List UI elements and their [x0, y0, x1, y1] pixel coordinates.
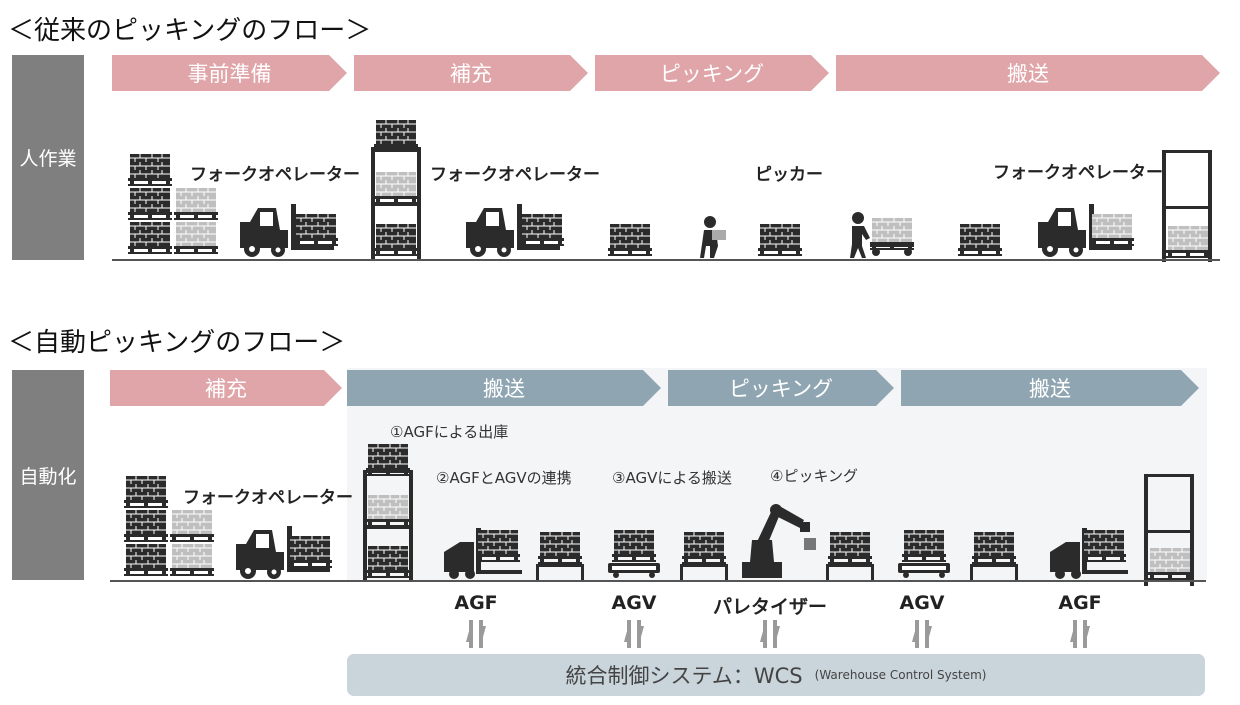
stage-transport-label: 搬送: [1007, 62, 1049, 86]
auto-stage-transport-1-label: 搬送: [483, 377, 525, 401]
picker-icon: [700, 216, 726, 258]
wcs-sub-label: (Warehouse Control System): [814, 668, 987, 682]
handcart-icon: [870, 218, 914, 256]
step-2-agf-agv-link: ②AGFとAGVの連携: [436, 469, 572, 487]
wcs-bar: 統合制御システム：WCS (Warehouse Control System): [347, 654, 1205, 696]
role-fork-operator-1: フォークオペレーター: [190, 165, 360, 185]
ground-line-automated: [110, 580, 1206, 582]
auto-stage-picking-label: ピッキング: [728, 377, 834, 401]
row-label-manual: 人作業: [12, 55, 84, 260]
stage-replenish: 補充: [354, 55, 588, 91]
machine-label-agv-1: AGV: [611, 592, 657, 614]
sync-arrows-icon: [624, 620, 644, 648]
row-label-automated-text: 自動化: [19, 465, 77, 488]
ground-line-traditional: [112, 259, 1220, 261]
sync-arrows-icon: [912, 620, 932, 648]
machine-label-agf-2: AGF: [1058, 592, 1102, 614]
stage-picking: ピッキング: [595, 55, 829, 91]
stage-prep: 事前準備: [112, 55, 347, 91]
role-fork-operator-3: フォークオペレーター: [993, 163, 1163, 183]
sync-arrows-icon: [1070, 620, 1090, 648]
auto-stage-picking: ピッキング: [668, 370, 894, 406]
stage-replenish-label: 補充: [450, 62, 492, 86]
robot-arm-icon: [742, 504, 816, 578]
auto-stage-transport-2-label: 搬送: [1029, 377, 1071, 401]
traditional-flow-title: ＜従来のピッキングのフロー＞: [8, 16, 372, 46]
picker-icon: [850, 212, 870, 258]
stage-picking-label: ピッキング: [659, 62, 765, 86]
machine-label-agf-1: AGF: [454, 592, 498, 614]
machine-label-agv-2: AGV: [899, 592, 945, 614]
stage-transport: 搬送: [836, 55, 1220, 91]
role-picker: ピッカー: [755, 165, 823, 185]
stage-prep-label: 事前準備: [187, 62, 272, 86]
sync-arrows-icon: [760, 620, 780, 648]
row-label-manual-text: 人作業: [19, 148, 77, 170]
step-1-agf-outbound: ①AGFによる出庫: [390, 423, 509, 441]
step-4-picking: ④ピッキング: [770, 467, 858, 485]
auto-stage-transport-2: 搬送: [901, 370, 1199, 406]
auto-stage-transport-1: 搬送: [347, 370, 661, 406]
traditional-illustration: [0, 0, 1212, 262]
step-3-agv-transport: ③AGVによる搬送: [612, 469, 732, 487]
sync-arrows: [466, 620, 1090, 648]
auto-role-fork-operator: フォークオペレーター: [183, 488, 353, 508]
automated-illustration: [0, 0, 1194, 586]
auto-stage-replenish: 補充: [110, 370, 342, 406]
row-label-automated: 自動化: [12, 370, 84, 580]
sync-arrows-icon: [466, 620, 486, 648]
machine-label-palletizer: パレタイザー: [712, 596, 827, 618]
wcs-label: 統合制御システム：WCS: [565, 664, 803, 688]
role-fork-operator-2: フォークオペレーター: [430, 165, 600, 185]
auto-stage-replenish-label: 補充: [205, 377, 247, 401]
automated-flow-title: ＜自動ピッキングのフロー＞: [8, 328, 346, 358]
